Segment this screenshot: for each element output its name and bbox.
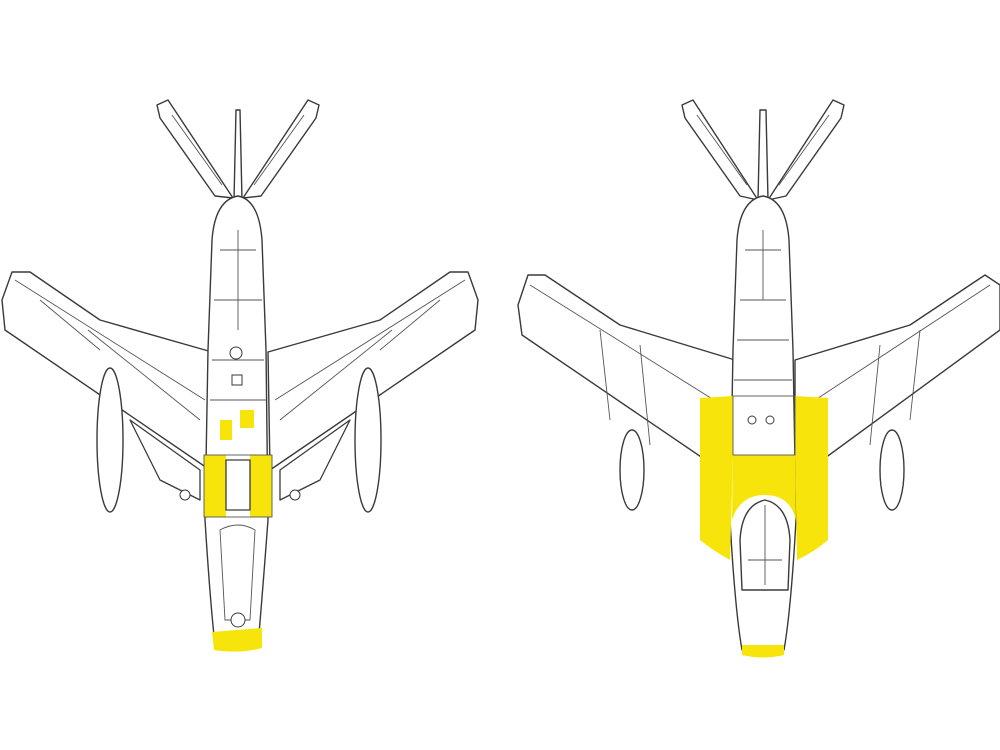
right-tailplane-left: [681, 99, 759, 201]
right-wing-port: [517, 274, 736, 481]
mask-bay-right: [250, 455, 272, 517]
right-droptank-starboard: [879, 429, 905, 511]
left-fuselage: [204, 195, 269, 646]
left-droptank-port: [96, 367, 124, 513]
topside-view: [517, 99, 1000, 658]
left-fin: [233, 109, 243, 201]
left-tailplane-right: [242, 99, 320, 199]
mask-wingroot-right: [795, 396, 828, 560]
mask-nose: [212, 628, 262, 652]
left-droptank-starboard: [354, 367, 382, 513]
right-fin: [757, 109, 769, 201]
mask-bay-left: [204, 455, 226, 517]
left-tailplane-left: [156, 99, 234, 199]
right-tailplane-right: [767, 99, 845, 201]
right-mask-areas: [700, 396, 828, 658]
right-droptank-port: [619, 429, 645, 511]
mask-wingroot-left: [700, 396, 733, 560]
mask-nose-ring: [742, 645, 784, 658]
mask-small-1: [220, 420, 232, 440]
underside-view: [1, 99, 479, 652]
left-wing-starboard: [267, 271, 479, 471]
left-mask-areas: [204, 410, 272, 652]
mask-small-2: [240, 410, 254, 428]
mask-canopy-frame: [732, 455, 796, 520]
